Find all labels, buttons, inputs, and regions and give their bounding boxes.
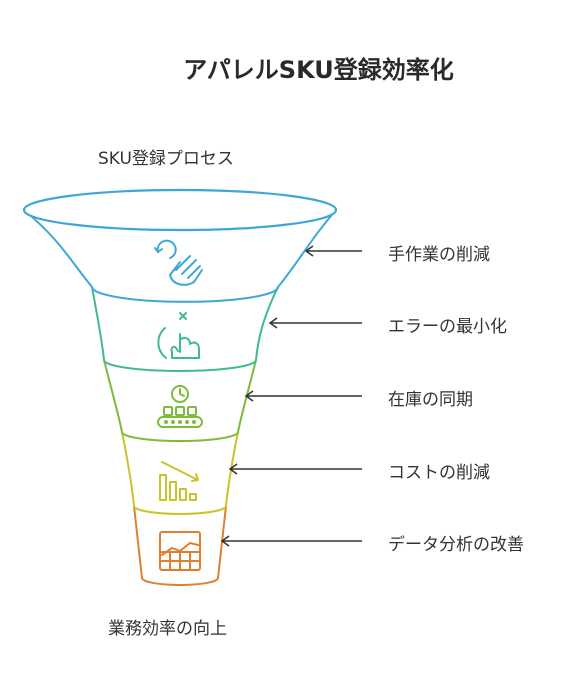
stage-label-3: 在庫の同期 <box>388 390 473 410</box>
arrow-1 <box>304 245 362 257</box>
arrow-5 <box>220 535 362 547</box>
conveyor-clock-icon <box>157 385 203 428</box>
arrow-4 <box>228 463 362 475</box>
stage-label-5: データ分析の改善 <box>388 535 524 555</box>
funnel-stage-4 <box>121 431 239 515</box>
arrow-3 <box>244 390 362 402</box>
finger-tap-icon <box>157 312 200 359</box>
stage-label-2: エラーの最小化 <box>388 317 507 337</box>
funnel-top-ellipse <box>22 188 338 232</box>
hand-touch-icon <box>154 239 203 286</box>
arrow-2 <box>268 317 362 329</box>
declining-bar-chart-icon <box>159 461 199 501</box>
line-chart-grid-icon <box>159 531 201 571</box>
funnel-stage-1 <box>22 188 338 303</box>
stage-label-1: 手作業の削減 <box>388 245 490 265</box>
funnel-stage-5 <box>133 505 227 586</box>
funnel-bottom-label: 業務効率の向上 <box>108 619 227 639</box>
page-title: アパレルSKU登録効率化 <box>183 56 454 84</box>
funnel-top-label: SKU登録プロセス <box>98 149 234 169</box>
funnel-stage-3 <box>103 359 257 442</box>
stage-label-4: コストの削減 <box>388 463 490 483</box>
